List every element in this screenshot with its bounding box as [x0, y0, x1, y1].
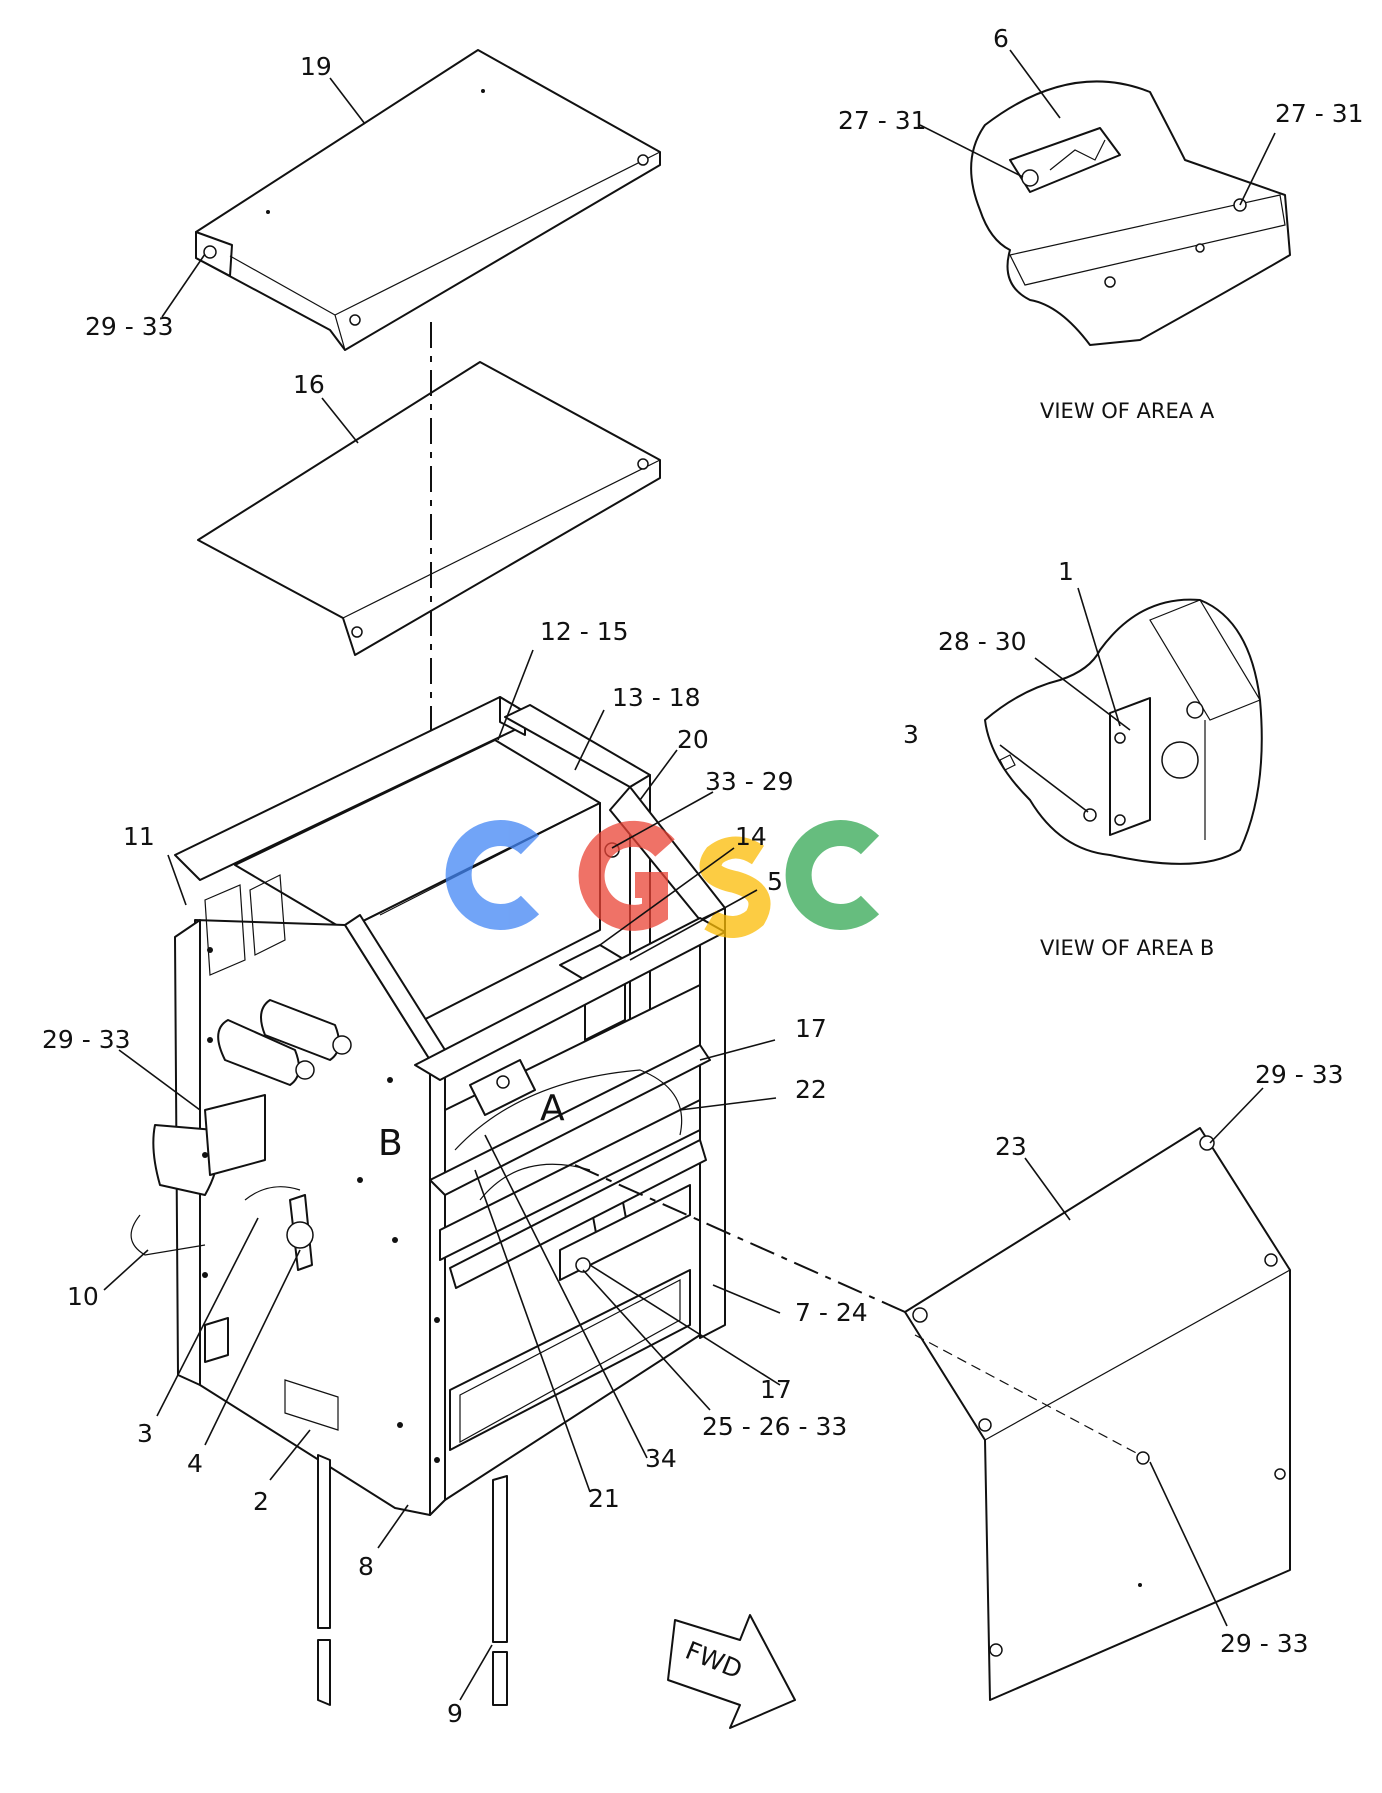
callout-12-15: 12 - 15: [540, 617, 629, 646]
panel-centerline: [574, 1164, 906, 1313]
callout-27-31-left: 27 - 31: [838, 106, 927, 135]
callout-9: 9: [447, 1699, 463, 1728]
callout-14: 14: [735, 822, 767, 851]
part-16-plate: [197, 361, 661, 656]
callout-29-33-bottom: 29 - 33: [1220, 1629, 1309, 1658]
view-area-b-illustration: [984, 598, 1263, 865]
area-b-letter: B: [378, 1123, 403, 1164]
part-23-cover-panel: [904, 1127, 1291, 1701]
callout-34: 34: [645, 1444, 677, 1473]
callout-19: 19: [300, 52, 332, 81]
callout-29-33-left: 29 - 33: [42, 1025, 131, 1054]
callout-17-top: 17: [795, 1014, 827, 1043]
callout-27-31-right: 27 - 31: [1275, 99, 1364, 128]
callout-5: 5: [767, 867, 783, 896]
view-area-a-label: VIEW OF AREA A: [1040, 399, 1215, 423]
callout-23: 23: [995, 1132, 1027, 1161]
callout-6: 6: [993, 24, 1009, 53]
callout-3: 3: [137, 1419, 153, 1448]
view-area-b-label: VIEW OF AREA B: [1040, 936, 1214, 960]
fwd-arrow-icon: FWD: [667, 1614, 796, 1729]
callout-8: 8: [358, 1552, 374, 1581]
callout-25-26-33: 25 - 26 - 33: [702, 1412, 847, 1441]
callout-29-33-top: 29 - 33: [85, 312, 174, 341]
view-area-a-illustration: [970, 80, 1291, 346]
callout-33-29: 33 - 29: [705, 767, 794, 796]
callout-29-33-right: 29 - 33: [1255, 1060, 1344, 1089]
callout-21: 21: [588, 1484, 620, 1513]
part-19-top-cover: [195, 49, 661, 351]
area-a-letter: A: [540, 1088, 565, 1129]
callout-3-area-b: 3: [903, 720, 919, 749]
callout-13-18: 13 - 18: [612, 683, 701, 712]
callout-1: 1: [1058, 557, 1074, 586]
callout-20: 20: [677, 725, 709, 754]
callout-4: 4: [187, 1449, 203, 1478]
leader-lines: [103, 49, 1276, 1701]
callout-28-30: 28 - 30: [938, 627, 1027, 656]
callout-16: 16: [293, 370, 325, 399]
callout-11: 11: [123, 822, 155, 851]
callout-7-24: 7 - 24: [795, 1298, 868, 1327]
callout-17-bottom: 17: [760, 1375, 792, 1404]
callout-labels: 19 29 - 33 16 6 27 - 31 27 - 31 12 - 15 …: [42, 24, 1364, 1728]
callout-10: 10: [67, 1282, 99, 1311]
callout-2: 2: [253, 1487, 269, 1516]
hvac-housing: [130, 696, 726, 1706]
callout-22: 22: [795, 1075, 827, 1104]
